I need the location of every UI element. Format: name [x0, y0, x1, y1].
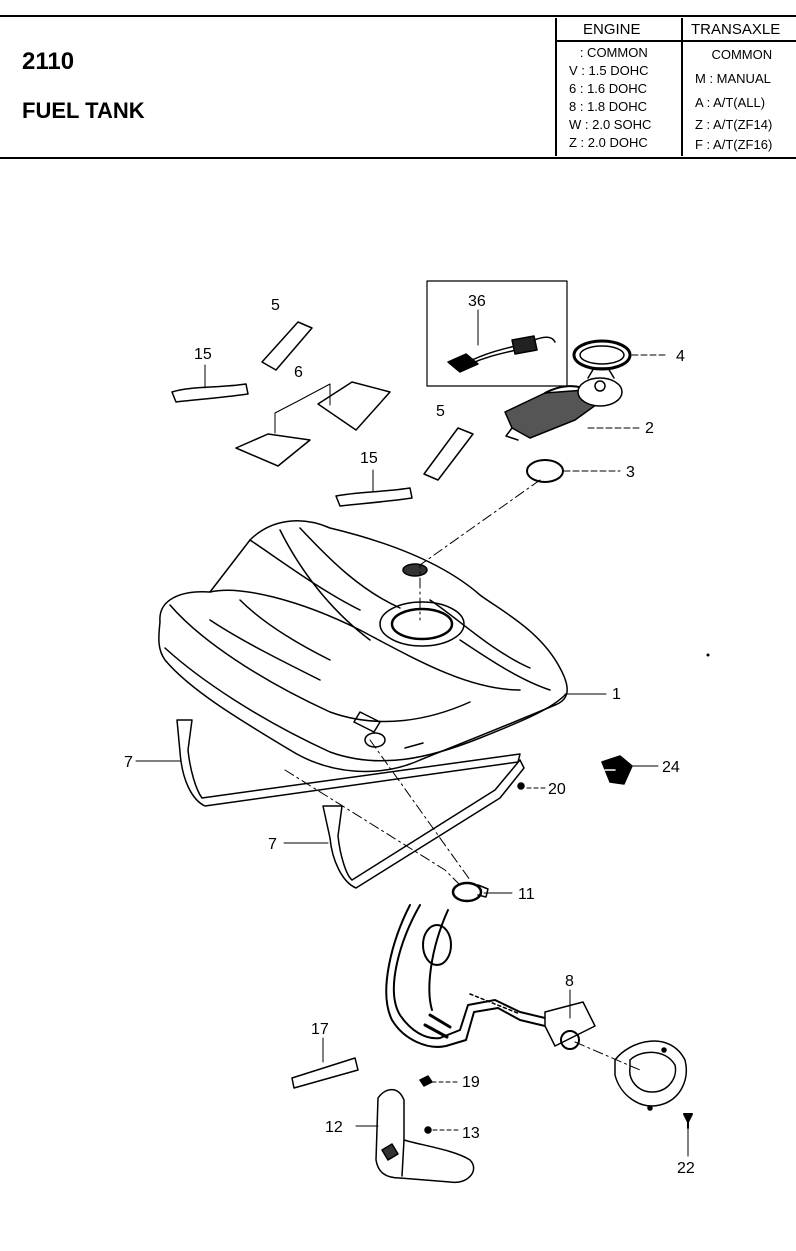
callout-6: 6 — [294, 364, 303, 381]
callout-19: 19 — [462, 1074, 480, 1091]
callout-15-lower: 15 — [360, 450, 378, 467]
part-3-o-ring — [526, 459, 564, 483]
part-19-clip — [419, 1075, 433, 1087]
part-13-rivet — [424, 1126, 432, 1134]
engine-row: 8 : 1.8 DOHC — [569, 99, 648, 114]
callout-22: 22 — [677, 1160, 695, 1177]
speck — [706, 653, 710, 657]
part-7-straps — [176, 719, 525, 889]
part-22-screw — [683, 1113, 693, 1129]
legend-column-divider — [681, 18, 683, 156]
part-5-pad-lower — [423, 427, 474, 481]
callout-17: 17 — [311, 1021, 329, 1038]
callout-3: 3 — [626, 464, 635, 481]
filler-neck-housing — [614, 1040, 687, 1111]
header-bottom-rule — [0, 157, 796, 159]
part-2-fuel-pump — [504, 367, 623, 441]
part-1-fuel-tank — [158, 520, 568, 773]
engine-row: : COMMON — [569, 45, 648, 60]
callout-5-lower: 5 — [436, 403, 445, 420]
engine-row: V : 1.5 DOHC — [569, 63, 649, 78]
section-code: 2110 — [22, 48, 75, 75]
part-12-heat-shield — [375, 1088, 475, 1184]
callout-12: 12 — [325, 1119, 343, 1136]
part-8-filler-hose — [385, 904, 596, 1050]
callout-5-upper: 5 — [271, 297, 280, 314]
callout-15-upper: 15 — [194, 346, 212, 363]
callout-36: 36 — [468, 293, 486, 310]
part-6-leader — [274, 383, 331, 434]
part-15-strip-upper — [171, 383, 249, 403]
transaxle-row: A : A/T(ALL) — [695, 95, 766, 110]
part-20-nut — [517, 782, 525, 790]
part-24-clip — [601, 755, 633, 785]
callout-24: 24 — [662, 759, 680, 776]
callout-1: 1 — [612, 686, 621, 703]
engine-row: W : 2.0 SOHC — [569, 117, 652, 132]
section-title: FUEL TANK — [22, 98, 145, 123]
leader-lines — [135, 309, 689, 1157]
callout-8: 8 — [565, 973, 574, 990]
engine-row: Z : 2.0 DOHC — [569, 135, 648, 150]
callout-11: 11 — [518, 886, 535, 903]
legend-header-rule — [557, 40, 796, 42]
transaxle-row: Z : A/T(ZF14) — [695, 117, 773, 132]
callout-7-left: 7 — [124, 754, 133, 771]
header-top-rule — [0, 15, 796, 17]
transaxle-heading: TRANSAXLE — [691, 21, 781, 38]
part-4-gasket — [572, 339, 632, 371]
part-6-pad-left — [235, 433, 311, 467]
callout-2: 2 — [645, 420, 654, 437]
part-15-strip-lower — [335, 487, 413, 507]
legend-table: ENGINE TRANSAXLE : COMMON V : 1.5 DOHC 6… — [555, 18, 796, 156]
transaxle-row: M : MANUAL — [695, 71, 771, 86]
callout-20: 20 — [548, 781, 566, 798]
part-5-pad-upper — [261, 321, 313, 371]
callout-7-center: 7 — [268, 836, 277, 853]
part-17-pad — [291, 1057, 359, 1089]
fuel-tank-exploded-diagram: 1 2 3 4 5 5 6 7 7 8 11 12 13 15 15 17 19… — [124, 280, 710, 1184]
part-36-fuel-sender — [426, 280, 568, 387]
part-11-clamp — [451, 881, 489, 903]
engine-row: 6 : 1.6 DOHC — [569, 81, 648, 96]
transaxle-row: F : A/T(ZF16) — [695, 137, 773, 152]
transaxle-row: COMMON — [697, 47, 773, 62]
header: 2110 FUEL TANK ENGINE TRANSAXLE : COMMON… — [0, 0, 796, 160]
callout-13: 13 — [462, 1125, 480, 1142]
callout-4: 4 — [676, 348, 685, 365]
part-6-pad-right — [317, 381, 391, 431]
engine-heading: ENGINE — [583, 21, 641, 38]
